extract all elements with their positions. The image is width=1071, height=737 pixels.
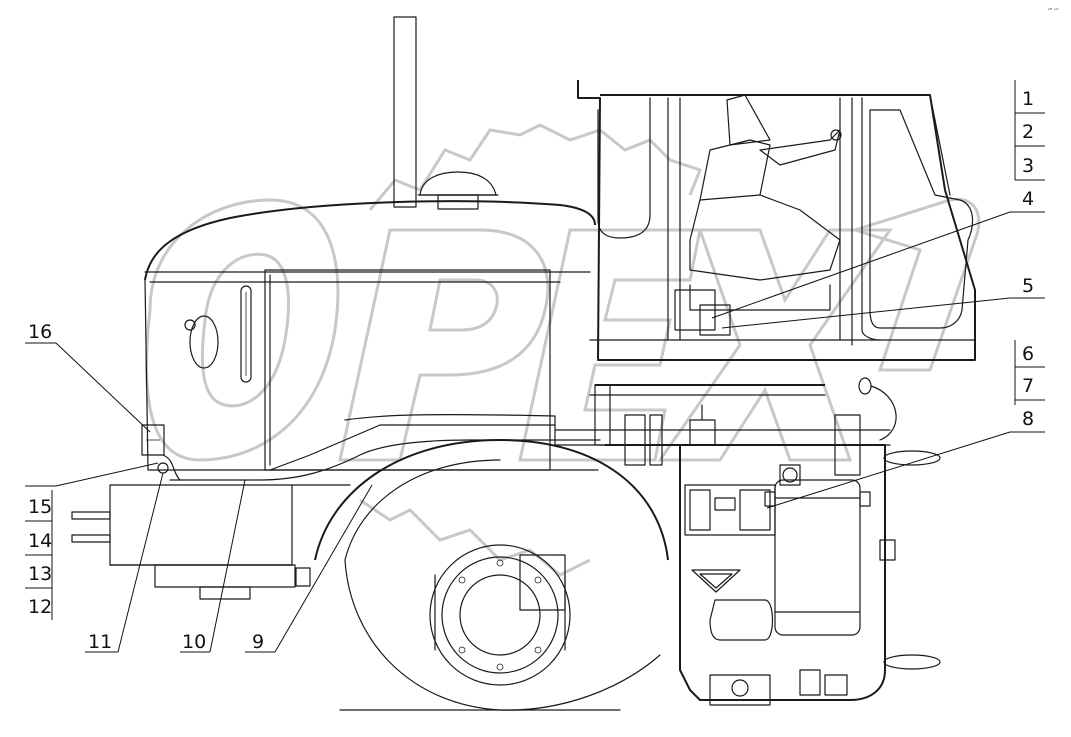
- callout-6: 6: [1022, 343, 1034, 365]
- corner-mark: ᵃᴿ ⁿᵐ: [1048, 8, 1059, 14]
- callout-9: 9: [252, 631, 264, 653]
- callout-12: 12: [28, 596, 52, 618]
- frame-components: [624, 377, 941, 706]
- callout-16: 16: [28, 321, 52, 343]
- air-precleaner: [417, 171, 499, 210]
- callout-2: 2: [1022, 121, 1034, 143]
- tank-assembly: [691, 479, 871, 641]
- watermark-gear-top: [368, 123, 702, 211]
- leader-lines: [25, 211, 1045, 653]
- callout-3: 3: [1022, 155, 1034, 177]
- callout-7: 7: [1022, 375, 1034, 397]
- callout-13: 13: [28, 563, 52, 585]
- valve-block: [684, 464, 801, 536]
- callout-1: 1: [1022, 88, 1034, 110]
- callout-15: 15: [28, 496, 52, 518]
- callout-8: 8: [1022, 408, 1034, 430]
- callout-5: 5: [1022, 275, 1034, 297]
- engine-hood: [144, 200, 599, 471]
- callout-14: 14: [28, 530, 52, 552]
- watermark-gear-bottom: [359, 498, 591, 577]
- callout-10: 10: [182, 631, 206, 653]
- callout-stack-left: [25, 490, 53, 620]
- chassis-frame: [169, 384, 891, 701]
- watermark-right-swoosh: [849, 197, 981, 372]
- callout-4: 4: [1022, 188, 1034, 210]
- callout-stack-right: [1014, 80, 1045, 405]
- operator-cab: [577, 80, 976, 361]
- callout-11: 11: [88, 631, 112, 653]
- watermark-letter-p: [338, 228, 550, 462]
- exhaust-pipe: [393, 16, 417, 208]
- wheel-assembly: [314, 439, 669, 711]
- rear-switch: [141, 424, 181, 481]
- watermark-letter-x: [657, 228, 893, 462]
- rear-counterweight: [71, 484, 351, 600]
- opex-watermark: [145, 123, 981, 577]
